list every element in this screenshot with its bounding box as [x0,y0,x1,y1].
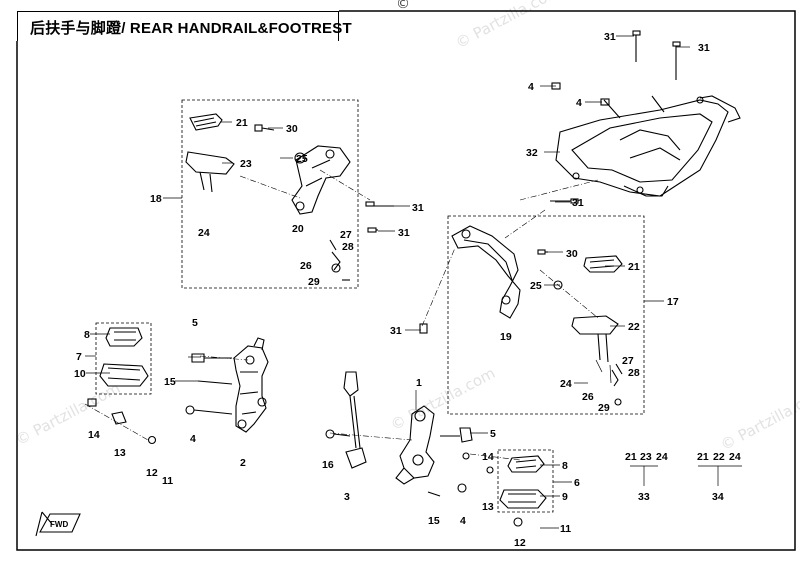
assembly-lines [84,169,599,461]
callout-31: 31 [390,325,402,337]
callout-4: 4 [528,81,534,93]
callout-24: 24 [560,378,572,390]
callout-21: 21 [628,261,640,273]
callout-26: 26 [582,391,594,403]
fwd-arrow-icon [35,511,81,537]
callout-31: 31 [398,227,410,239]
kit-33-part: 21 [625,451,637,463]
callout-8: 8 [84,329,90,341]
footrest-assembly-18 [185,113,394,281]
frame [16,10,796,551]
callout-22: 22 [628,321,640,333]
copyright-mark: © [396,0,410,12]
kit-34-part: 21 [697,451,709,463]
callout-32: 32 [526,147,538,159]
callout-11: 11 [560,523,571,535]
callout-25: 25 [296,153,308,165]
callout-31: 31 [572,197,584,209]
callout-16: 16 [322,459,334,471]
callout-13: 13 [114,447,126,459]
callout-20: 20 [292,223,304,235]
callout-14: 14 [482,451,494,463]
callout-12: 12 [514,537,526,549]
leader-lines [85,35,742,529]
callout-8: 8 [562,460,568,472]
lever-1 [395,405,473,497]
callout-5: 5 [490,428,496,440]
fwd-label: FWD [50,520,68,529]
callout-19: 19 [500,331,512,343]
callout-3: 3 [344,491,350,503]
kit-33-part: 24 [656,451,668,463]
kit-34-label: 34 [712,491,724,503]
callout-31: 31 [604,31,616,43]
callout-17: 17 [667,296,679,308]
shift-lever-3 [325,371,367,469]
callout-31: 31 [698,42,710,54]
parts-drawing [35,30,741,537]
callout-10: 10 [74,368,86,380]
callout-12: 12 [146,467,158,479]
callout-labels: 31 31 4 4 32 31 21 30 23 25 18 31 24 20 … [74,31,741,549]
callout-11: 11 [162,475,173,487]
callout-15: 15 [428,515,440,527]
footrest-6 [486,455,547,527]
callout-27: 27 [340,229,352,241]
callout-28: 28 [342,241,354,253]
footrest-assembly-17 [419,225,623,406]
callout-30: 30 [286,123,298,135]
title-box [17,11,339,41]
callout-7: 7 [76,351,82,363]
callout-26: 26 [300,260,312,272]
kit-34-part: 22 [713,451,725,463]
callout-2: 2 [240,457,246,469]
callout-14: 14 [88,429,100,441]
kit-33-label: 33 [638,491,650,503]
kit-34-part: 24 [729,451,741,463]
page-title: 后扶手与脚蹬/ REAR HANDRAIL&FOOTREST [30,20,352,37]
callout-31: 31 [412,202,424,214]
callout-4: 4 [460,515,466,527]
callout-25: 25 [530,280,542,292]
callout-24: 24 [198,227,210,239]
callout-18: 18 [150,193,162,205]
callout-29: 29 [308,276,320,288]
callout-6: 6 [574,477,580,489]
callout-28: 28 [628,367,640,379]
callout-9: 9 [562,491,568,503]
kit-33-part: 23 [640,451,652,463]
callout-27: 27 [622,355,634,367]
bracket-2 [185,337,269,433]
rear-handrail [555,95,741,197]
callout-15: 15 [164,376,176,388]
callout-4: 4 [576,97,582,109]
callout-4: 4 [190,433,196,445]
callout-5: 5 [192,317,198,329]
bolts-31-top [550,30,681,204]
footrest-7 [87,327,157,445]
callout-29: 29 [598,402,610,414]
callout-13: 13 [482,501,494,513]
callout-21: 21 [236,117,248,129]
callout-23: 23 [240,158,252,170]
callout-30: 30 [566,248,578,260]
dashed-groups [95,99,645,513]
callout-1: 1 [416,377,422,389]
